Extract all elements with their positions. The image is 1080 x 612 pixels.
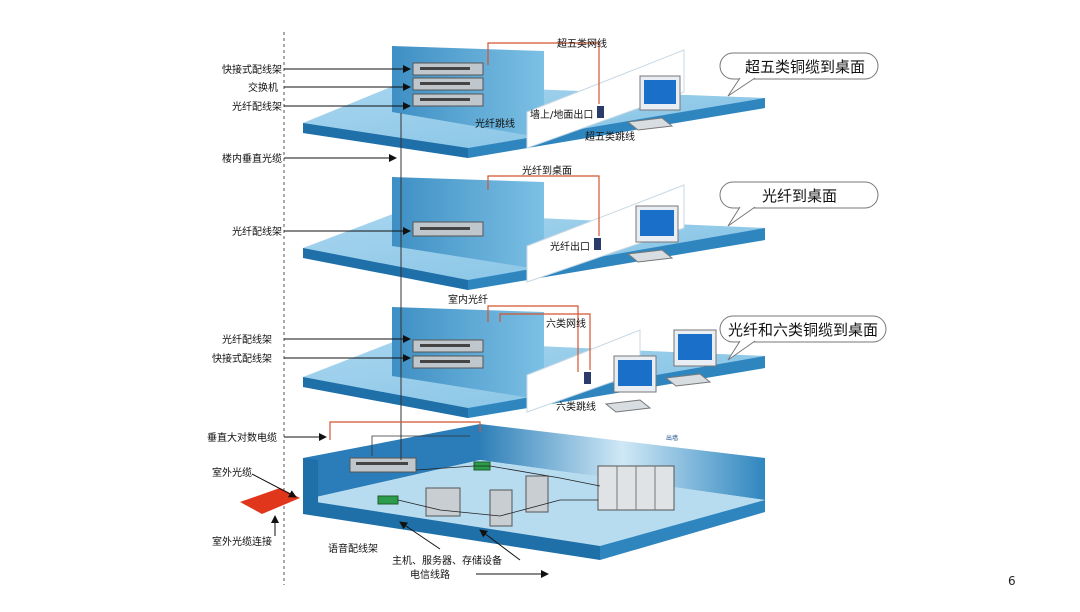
floor-2-rack (412, 221, 484, 237)
fiber-outlet-label: 光纤出口 (550, 240, 590, 253)
floor-1: 超五类网线 墙上/地面出口 光纤跳线 超五类跳线 (303, 37, 765, 158)
label-quick-patch-panel-3: 快接式配线架 (212, 352, 272, 365)
label-outdoor-cable: 室外光缆 (212, 466, 252, 479)
floor-3-computer-a (604, 355, 657, 413)
label-vertical-fiber: 楼内垂直光缆 (222, 152, 282, 165)
indoor-fiber-label: 室内光纤 (448, 293, 488, 306)
floor-3: 室内光纤 六类网线 六类跳线 (303, 293, 765, 418)
cat6-line-label: 六类网线 (546, 317, 586, 330)
floor-2-computer (626, 205, 679, 263)
label-quick-patch-panel: 快接式配线架 (222, 63, 282, 76)
floor-1-wall-outlet-box (597, 106, 604, 118)
small-mark: 出墙 (666, 434, 678, 442)
label-vertical-cable: 垂直大对数电缆 (207, 431, 277, 444)
floor-1-cable (487, 42, 600, 104)
callout-fiber-desktop: 光纤到桌面 (719, 181, 879, 227)
floor-3-fiber (487, 305, 579, 372)
dc-back-wall (480, 424, 765, 500)
left-arrows (251, 65, 549, 578)
dc-green-panel-2 (377, 495, 399, 505)
cat5-line-label: 超五类网线 (557, 37, 607, 50)
outdoor-cable-pad (240, 488, 300, 514)
floor-3-cat6 (499, 313, 591, 370)
dc-server-3 (525, 475, 549, 513)
callout-fiber-cat6-desktop: 光纤和六类铜缆到桌面 (719, 315, 887, 361)
callout-1-text: 超五类铜缆到桌面 (745, 58, 865, 76)
dc-storage (597, 465, 675, 511)
label-hosts: 主机、服务器、存储设备 (392, 554, 502, 567)
label-outdoor-cable-conn: 室外光缆连接 (212, 535, 272, 548)
callout-cat5-desktop: 超五类铜缆到桌面 (719, 52, 879, 97)
red-backbone (329, 421, 481, 440)
cat5-patch-label: 超五类跳线 (585, 130, 635, 143)
label-fiber-patch-panel: 光纤配线架 (232, 100, 282, 113)
fiber-patch-label: 光纤跳线 (475, 117, 515, 130)
wall-outlet-label: 墙上/地面出口 (530, 108, 593, 121)
cat6-patch-label: 六类跳线 (556, 400, 596, 413)
page-number: 6 (1008, 574, 1016, 588)
label-voice-panel: 语音配线架 (328, 542, 378, 555)
floor-1-partition (526, 49, 685, 149)
floor-3-computer-b (664, 329, 717, 387)
floor-2: 光纤到桌面 光纤出口 (303, 164, 765, 290)
floor-2-cable (487, 175, 600, 236)
label-telecom: 电信线路 (410, 568, 450, 581)
data-center (303, 424, 765, 560)
label-switch: 交换机 (248, 81, 278, 94)
dc-server-2 (489, 489, 513, 527)
floor-3-rack (412, 339, 484, 369)
floor-3-outlet-box (584, 372, 591, 384)
fiber-desktop-line-label: 光纤到桌面 (522, 164, 572, 177)
callout-2-text: 光纤到桌面 (762, 187, 837, 205)
callout-3-text: 光纤和六类铜缆到桌面 (728, 321, 878, 339)
floor-1-rack (412, 62, 484, 107)
floor-3-wall (392, 307, 544, 400)
label-fiber-patch-panel-3: 光纤配线架 (222, 333, 272, 346)
floor-2-outlet-box (594, 238, 601, 250)
floor-1-computer (626, 75, 681, 131)
label-fiber-patch-panel-2: 光纤配线架 (232, 225, 282, 238)
